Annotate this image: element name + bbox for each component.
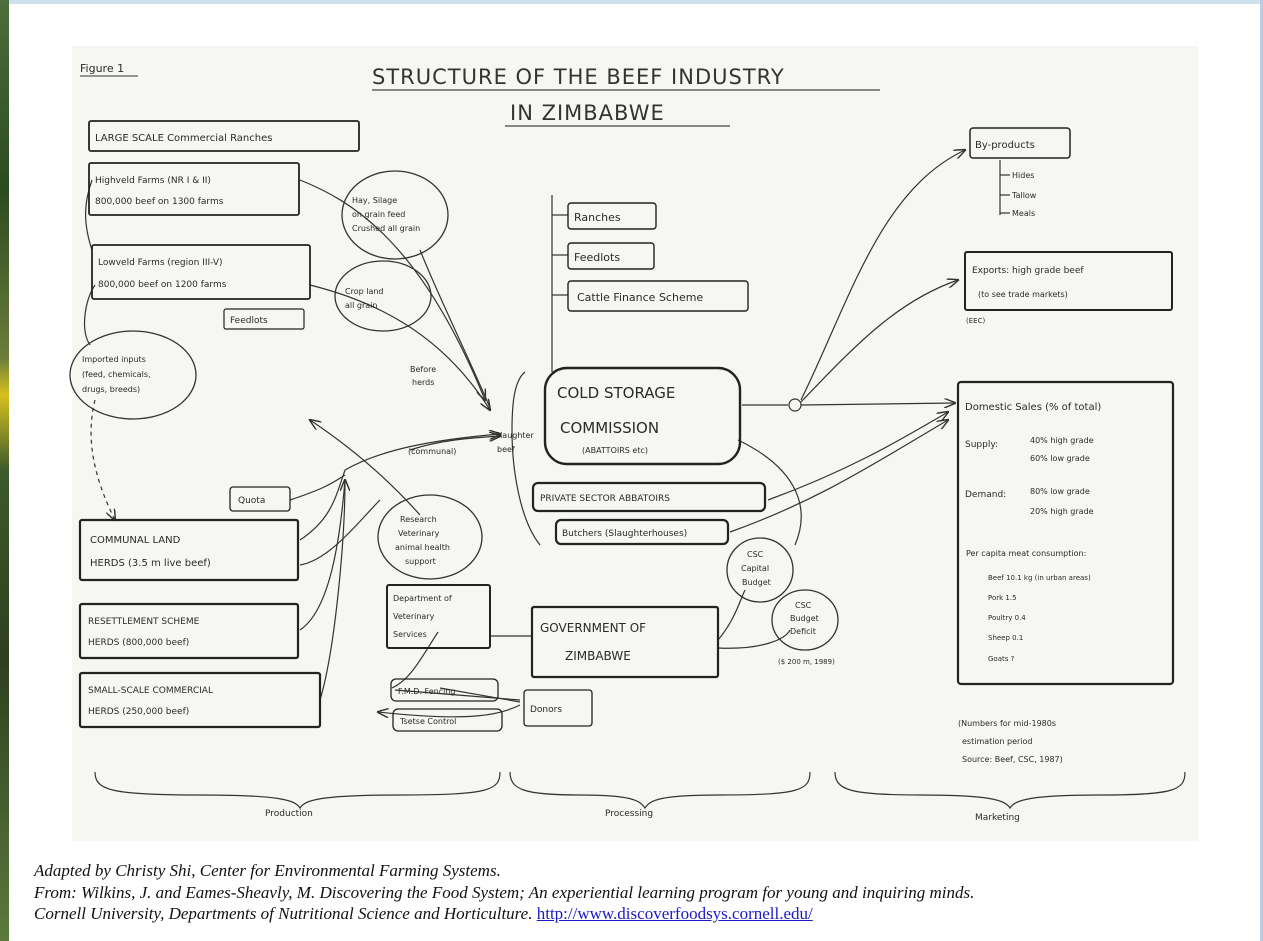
per-capita-3: Poultry 0.4: [988, 614, 1026, 622]
csc-label-2: COMMISSION: [560, 419, 659, 437]
csc-capital-2: Capital: [741, 564, 769, 573]
figure-label: Figure 1: [80, 62, 124, 75]
dept-vet-2: Veterinary: [393, 612, 435, 621]
csc-label-3: (ABATTOIRS etc): [582, 446, 648, 455]
feedlots-label: Feedlots: [574, 251, 620, 264]
dept-vet-3: Services: [393, 630, 427, 639]
quota-label: Quota: [238, 496, 265, 506]
tsetse-control-label: Tsetse Control: [399, 717, 456, 726]
large-scale-label: LARGE SCALE Commercial Ranches: [95, 133, 272, 144]
communal-herds-2: HERDS (3.5 m live beef): [90, 558, 211, 569]
csc-deficit-3: Deficit: [790, 627, 816, 636]
donors-label: Donors: [530, 705, 562, 715]
byproduct-1: Hides: [1012, 171, 1034, 180]
government-2: ZIMBABWE: [565, 649, 631, 663]
research-3: animal health: [395, 543, 450, 552]
imported-2: (feed, chemicals,: [82, 370, 151, 379]
imported-3: drugs, breeds): [82, 385, 140, 394]
government-1: GOVERNMENT OF: [540, 621, 646, 635]
caption-line-3: Cornell University, Departments of Nutri…: [34, 903, 1234, 925]
bracket-production-label: Production: [265, 809, 313, 819]
research-4: support: [405, 557, 436, 566]
communal-small-label: (communal): [408, 447, 456, 456]
right-edge: [1260, 0, 1263, 941]
footnote-1: (Numbers for mid-1980s: [958, 719, 1056, 728]
beef-industry-diagram: Figure 1 STRUCTURE OF THE BEEF INDUSTRY …: [69, 62, 1186, 823]
caption-line-2: From: Wilkins, J. and Eames-Sheavly, M. …: [34, 882, 975, 902]
imported-1: Imported inputs: [82, 355, 146, 364]
footnote-2: estimation period: [962, 737, 1033, 746]
per-capita-4: Sheep 0.1: [988, 634, 1023, 642]
dept-vet-1: Department of: [393, 594, 452, 603]
exports-sub: (EEC): [966, 317, 985, 325]
resettlement-2: HERDS (800,000 beef): [88, 638, 189, 648]
figure-caption: Adapted by Christy Shi, Center for Envir…: [34, 860, 1234, 925]
highveld-label-1: Highveld Farms (NR I & II): [95, 176, 211, 186]
discoverfoodsys-link[interactable]: http://www.discoverfoodsys.cornell.edu/: [536, 904, 813, 923]
cropland-1: Crop land: [345, 287, 384, 296]
diagram-sheet: [72, 46, 1198, 841]
small-scale-2: HERDS (250,000 beef): [88, 707, 189, 717]
caption-line-3-text: Cornell University, Departments of Nutri…: [34, 904, 537, 923]
bracket-processing-label: Processing: [605, 809, 653, 819]
cropland-2: all grain: [345, 301, 377, 310]
domestic-supply-1: 40% high grade: [1030, 436, 1094, 445]
butchers-label: Butchers (Slaughterhouses): [562, 529, 687, 539]
domestic-demand-2: 20% high grade: [1030, 507, 1094, 516]
lowveld-sub-label: Feedlots: [230, 316, 268, 326]
top-edge: [0, 0, 1263, 4]
lowveld-label-2: 800,000 beef on 1200 farms: [98, 280, 227, 290]
footnote-3: Source: Beef, CSC, 1987): [962, 755, 1063, 764]
csc-deficit-2: Budget: [790, 614, 819, 623]
domestic-demand-label: Demand:: [965, 490, 1006, 500]
byproduct-2: Tallow: [1011, 191, 1037, 200]
research-1: Research: [400, 515, 437, 524]
per-capita-1: Beef 10.1 kg (in urban areas): [988, 574, 1091, 582]
fmd-fencing-label: F.M.D. Fencing: [398, 687, 455, 696]
caption-line-1: Adapted by Christy Shi, Center for Envir…: [34, 861, 501, 880]
small-scale-1: SMALL-SCALE COMMERCIAL: [88, 686, 213, 696]
csc-capital-1: CSC: [747, 550, 764, 559]
node-boxes: [78, 120, 1175, 732]
exports-1: Exports: high grade beef: [972, 266, 1084, 276]
byproducts-label: By-products: [975, 140, 1035, 151]
hay-silage-3: Crushed all grain: [352, 224, 420, 233]
csc-label-1: COLD STORAGE: [557, 384, 675, 402]
byproduct-3: Meals: [1012, 209, 1035, 218]
domestic-sales-header: Domestic Sales (% of total): [965, 402, 1101, 413]
per-capita-2: Pork 1.5: [988, 594, 1017, 602]
domestic-supply-2: 60% low grade: [1030, 454, 1090, 463]
csc-capital-3: Budget: [742, 578, 771, 587]
per-capita-5: Goats ?: [988, 655, 1015, 663]
diagram-title-line1: STRUCTURE OF THE BEEF INDUSTRY: [372, 65, 785, 89]
communal-herds-1: COMMUNAL LAND: [90, 535, 181, 546]
exports-2: (to see trade markets): [978, 290, 1068, 299]
csc-deficit-4: ($ 200 m, 1989): [778, 658, 835, 666]
left-photo-strip: [0, 0, 9, 941]
bracket-marketing-label: Marketing: [975, 813, 1020, 823]
before-herds-2: herds: [412, 378, 434, 387]
slaughter-label-2: beef: [497, 445, 515, 454]
diagram-title-line2: IN ZIMBABWE: [510, 101, 665, 125]
research-2: Veterinary: [398, 529, 440, 538]
cattle-finance-label: Cattle Finance Scheme: [577, 291, 703, 304]
per-capita-label: Per capita meat consumption:: [966, 549, 1086, 558]
hay-silage-1: Hay, Silage: [352, 196, 397, 205]
ranches-label: Ranches: [574, 211, 621, 224]
domestic-supply-label: Supply:: [965, 440, 998, 450]
before-herds-1: Before: [410, 365, 436, 374]
hay-silage-2: on grain feed: [352, 210, 405, 219]
highveld-label-2: 800,000 beef on 1300 farms: [95, 197, 224, 207]
resettlement-1: RESETTLEMENT SCHEME: [88, 617, 200, 627]
domestic-demand-1: 80% low grade: [1030, 487, 1090, 496]
lowveld-label-1: Lowveld Farms (region III-V): [98, 258, 223, 268]
node-ellipses: [69, 170, 839, 651]
slaughter-label-1: Slaughter: [495, 431, 534, 440]
connector-lines: [84, 150, 1186, 810]
csc-deficit-1: CSC: [795, 601, 812, 610]
private-sector-label: PRIVATE SECTOR ABBATOIRS: [540, 494, 670, 504]
